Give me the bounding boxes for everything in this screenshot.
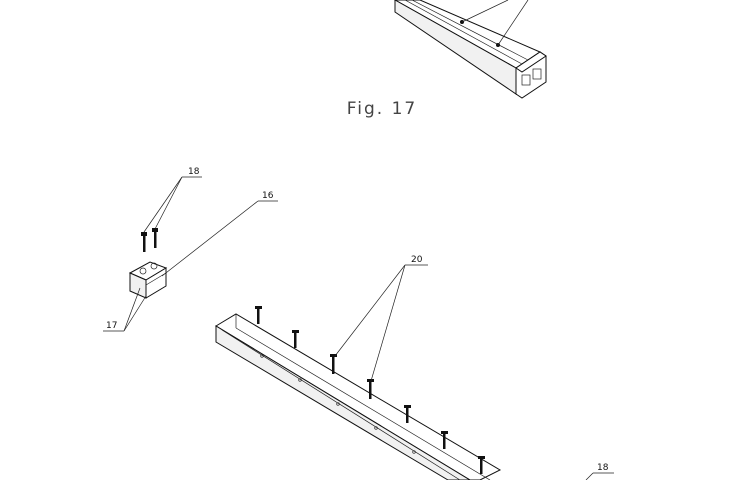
callout-label-20: 20 [411,255,423,265]
callout-label-16: 16 [262,191,274,201]
rail-channel [215,313,502,480]
end-cap-block [128,261,168,299]
callout-17-end-cap-parts: 17 [103,287,147,332]
callout-label-17: 17 [106,321,117,331]
figure-caption: Fig. 17 [347,99,418,119]
callout-20-rail-screws: 20 [334,255,428,382]
rail-screws-icon [255,306,485,474]
screw-pair-icon [141,228,158,252]
callout-label-18-right: 18 [597,463,609,473]
assembled-profile-partial [393,0,547,99]
callout-label-18-top: 18 [188,167,200,177]
callout-16-end-cap: 16 [161,191,278,277]
callout-18-screws: 18 [143,167,202,233]
callout-18-right: 18 [585,463,614,480]
